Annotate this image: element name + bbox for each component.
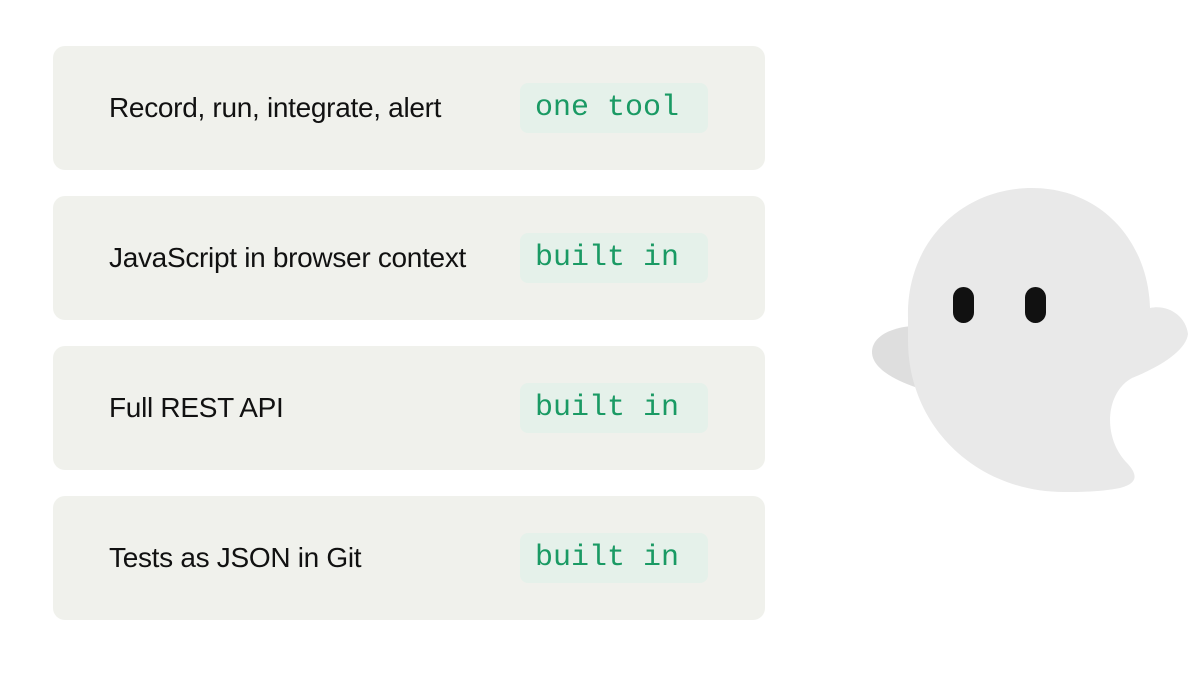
ghost-right-eye [1025,287,1046,323]
feature-badge: one tool [520,83,708,133]
feature-list: Record, run, integrate, alert one tool J… [53,46,765,646]
ghost-left-eye [953,287,974,323]
feature-badge: built in [520,533,708,583]
feature-row-json-git: Tests as JSON in Git built in [53,496,765,620]
feature-label: Full REST API [109,392,284,423]
ghost-icon [872,188,1188,492]
feature-label: Tests as JSON in Git [109,542,362,573]
feature-label: JavaScript in browser context [109,242,467,273]
feature-row-rest-api: Full REST API built in [53,346,765,470]
feature-badge: built in [520,233,708,283]
ghost-body [907,188,1188,492]
feature-label: Record, run, integrate, alert [109,92,442,123]
feature-badge: built in [520,383,708,433]
feature-row-javascript: JavaScript in browser context built in [53,196,765,320]
feature-row-record: Record, run, integrate, alert one tool [53,46,765,170]
